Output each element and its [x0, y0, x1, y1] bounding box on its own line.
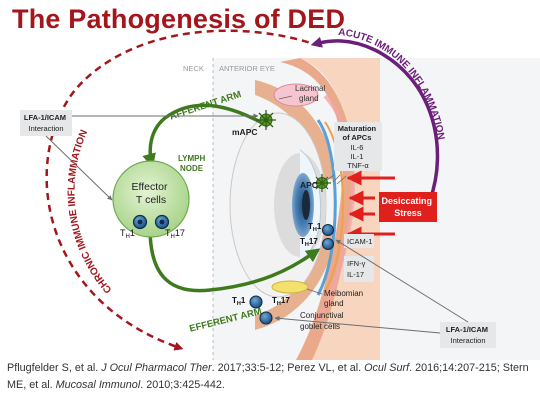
icam1-box [344, 234, 374, 248]
cornea-th17-icon [321, 237, 335, 251]
maturation-box [334, 122, 382, 171]
apc-icon [313, 174, 331, 192]
effector-t-cell-node [112, 160, 190, 238]
lfa-bottom-pointer-2 [335, 239, 469, 323]
lfa-bottom-pointer [274, 315, 441, 334]
desiccating-stress-box [379, 192, 437, 222]
effector-t-cells-label: Effector T cells [132, 181, 171, 206]
lymph-node-label: LYMPH NODE [178, 154, 208, 173]
meibomian-gland-shape [271, 280, 309, 294]
pathogenesis-diagram: NECK ANTERIOR EYE [20, 27, 540, 360]
chronic-inflammation-arc [45, 29, 321, 351]
lfa-icam-top-label: LFA-1/ICAM Interaction [24, 113, 68, 133]
lfa-icam-top-box [20, 110, 72, 136]
citation: Pflugfelder S, et al. J Ocul Pharmacol T… [7, 362, 532, 391]
cornea-th1-icon [321, 223, 335, 237]
afferent-arm-arrow [142, 103, 269, 168]
apc-label: APC [300, 180, 318, 190]
th1-label: TH1 [120, 228, 135, 240]
th17-label: TH17 [165, 228, 185, 240]
meibomian-label: Meibomian gland [324, 289, 365, 308]
chronic-inflammation-label: CHRONIC IMMUNE INFLAMMATION [66, 128, 114, 295]
desiccating-stress-label: Desiccating Stress [381, 196, 434, 218]
lfa-icam-bottom-label: LFA-1/ICAM Interaction [446, 325, 490, 345]
efferent-th1-icon [249, 295, 263, 309]
mapc-icon [256, 110, 276, 130]
ifn-label: IFN-γ IL-17 [347, 259, 367, 279]
lacrimal-gland-label: Lacrimal gland [295, 84, 327, 103]
lfa-icam-bottom-box [440, 322, 496, 348]
anterior-eye-label: ANTERIOR EYE [219, 64, 275, 73]
icam1-label: ICAM-1 [347, 237, 372, 246]
efferent-th17-label: TH17 [272, 296, 290, 307]
cornea-th17-label: TH17 [300, 237, 318, 248]
lfa-top-pointer-2 [45, 135, 113, 201]
cornea-th1-label: TH1 [308, 222, 322, 233]
neck-label: NECK [183, 64, 204, 73]
maturation-text: Maturation of APCs IL-6 IL-1 TNF-α [338, 124, 378, 170]
conjunctival-label: Conjunctival goblet cells [300, 311, 346, 331]
efferent-th1-label: TH1 [232, 296, 246, 307]
efferent-arm-arrow [148, 227, 321, 293]
mapc-label: mAPC [232, 127, 258, 137]
efferent-th17-icon [259, 311, 273, 325]
acute-inflammation-arc [310, 36, 440, 201]
lacrimal-gland-shape [273, 83, 319, 107]
page-title: The Pathogenesis of DED [12, 4, 346, 34]
